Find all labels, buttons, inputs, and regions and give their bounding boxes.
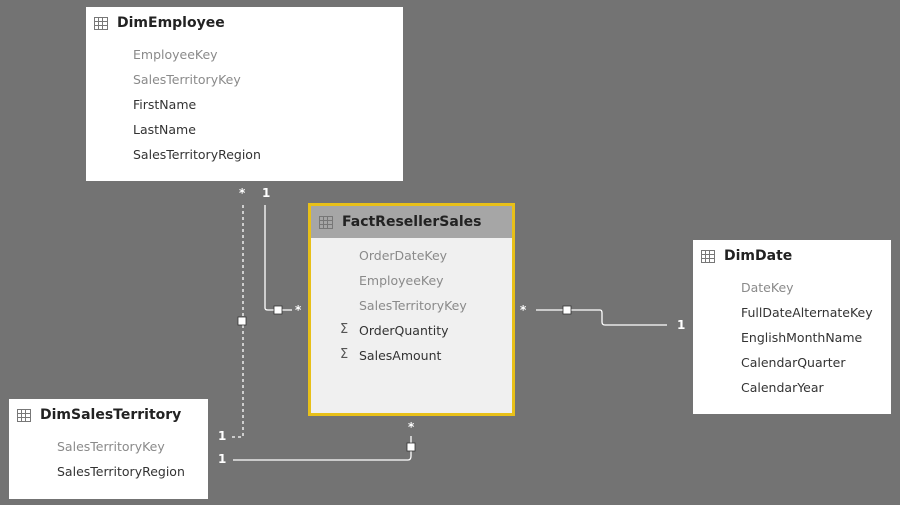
- cardinality-one: 1: [677, 318, 686, 332]
- table-title: DimSalesTerritory: [40, 407, 182, 423]
- field[interactable]: CalendarQuarter: [741, 355, 846, 370]
- field[interactable]: SalesTerritoryRegion: [57, 464, 185, 479]
- table-header[interactable]: DimDate: [693, 240, 891, 272]
- field[interactable]: DateKey: [741, 280, 794, 295]
- field[interactable]: EmployeeKey: [359, 273, 444, 288]
- cardinality-one: 1: [218, 452, 227, 466]
- field[interactable]: EnglishMonthName: [741, 330, 863, 345]
- table-header[interactable]: DimEmployee: [86, 7, 403, 39]
- relationship-marker: [237, 316, 247, 326]
- relationship-date-fact: [536, 309, 667, 326]
- sigma-icon: Σ: [340, 322, 349, 337]
- field[interactable]: EmployeeKey: [133, 47, 218, 62]
- field[interactable]: LastName: [133, 122, 196, 137]
- relationship-marker: [406, 442, 416, 452]
- cardinality-many: *: [408, 420, 415, 434]
- field[interactable]: SalesTerritoryKey: [359, 298, 467, 313]
- table-title: DimEmployee: [117, 15, 225, 31]
- field[interactable]: FirstName: [133, 97, 197, 112]
- relationship-territory-fact: [233, 436, 412, 461]
- relationship-marker: [562, 305, 572, 315]
- cardinality-many: *: [295, 303, 302, 317]
- table-icon: [701, 249, 715, 263]
- field[interactable]: FullDateAlternateKey: [741, 305, 873, 320]
- table-header[interactable]: DimSalesTerritory: [9, 399, 208, 431]
- relationship-employee-fact: [264, 205, 292, 311]
- table-title: DimDate: [724, 248, 793, 264]
- cardinality-many: *: [239, 186, 246, 200]
- field[interactable]: SalesTerritoryRegion: [133, 147, 261, 162]
- field[interactable]: SalesTerritoryKey: [57, 439, 165, 454]
- table-icon: [319, 215, 333, 229]
- relationship-territory-employee-inactive: [229, 205, 244, 438]
- table-title: FactResellerSales: [342, 214, 482, 230]
- field[interactable]: SalesAmount: [359, 348, 442, 363]
- cardinality-many: *: [520, 303, 527, 317]
- table-dimsalesterritory[interactable]: DimSalesTerritory SalesTerritoryKey Sale…: [9, 399, 208, 499]
- table-dimemployee[interactable]: DimEmployee EmployeeKey SalesTerritoryKe…: [86, 7, 403, 181]
- table-icon: [17, 408, 31, 422]
- field[interactable]: OrderQuantity: [359, 323, 449, 338]
- relationship-marker: [273, 305, 283, 315]
- cardinality-one: 1: [218, 429, 227, 443]
- table-icon: [94, 16, 108, 30]
- cardinality-one: 1: [262, 186, 271, 200]
- table-header[interactable]: FactResellerSales: [311, 206, 512, 238]
- field[interactable]: CalendarYear: [741, 380, 824, 395]
- table-factresellersales[interactable]: FactResellerSales OrderDateKey EmployeeK…: [308, 203, 515, 416]
- field[interactable]: OrderDateKey: [359, 248, 448, 263]
- sigma-icon: Σ: [340, 347, 349, 362]
- table-dimdate[interactable]: DimDate DateKey FullDateAlternateKey Eng…: [693, 240, 891, 414]
- field[interactable]: SalesTerritoryKey: [133, 72, 241, 87]
